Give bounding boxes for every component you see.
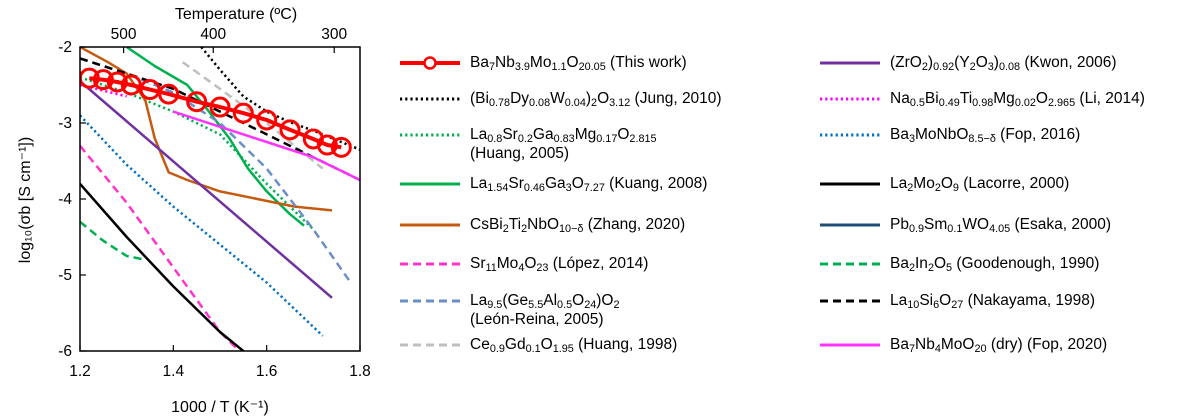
legend-label-lopez: Sr11Mo4O23 (López, 2014)	[470, 255, 649, 274]
legend-item-this_work: Ba7Nb3.9Mo1.1O20.05 (This work)	[398, 53, 687, 72]
legend-swatch-fop2016	[820, 133, 880, 137]
legend-item-esaka: Pb0.9Sm0.1WO4.05 (Esaka, 2000)	[818, 215, 1111, 234]
legend-item-lacorre: La2Mo2O9 (Lacorre, 2000)	[818, 174, 1069, 193]
series-layer	[80, 47, 360, 351]
legend-swatch-leon	[400, 299, 460, 303]
axes-layer: 1.2 1.4 1.6 1.8 -2 -3 -4 -5 -6 500 400 300	[58, 26, 371, 380]
series-0-point-6	[186, 91, 208, 113]
series-line-13	[80, 220, 146, 262]
legend-swatch-li	[820, 97, 880, 101]
legend-label-jung: (Bi0.78Dy0.08W0.04)2O3.12 (Jung, 2010)	[470, 90, 722, 109]
legend-swatch-kuang	[400, 182, 460, 186]
series-0-point-9	[256, 109, 278, 131]
legend-item-huang1998: Ce0.9Gd0.1O1.95 (Huang, 1998)	[398, 335, 677, 354]
legend-item-kwon: (ZrO2)0.92(Y2O3)0.08 (Kwon, 2006)	[818, 53, 1117, 72]
legend-swatch-esaka	[820, 223, 880, 227]
legend-swatch-huang2005	[400, 133, 460, 137]
legend-label-huang2005: La0.8Sr0.2Ga0.83Mg0.17O2.815(Huang, 2005…	[470, 126, 657, 162]
x-axis-label: 1000 / T (K⁻¹)	[171, 399, 269, 416]
legend-swatch-fop2020	[820, 343, 880, 347]
series-line-5	[80, 145, 242, 351]
legend-label-li: Na0.5Bi0.49Ti0.98Mg0.02O2.965 (Li, 2014)	[890, 90, 1145, 109]
y-axis-label: log₁₀(σb [S cm⁻¹])	[17, 137, 34, 263]
legend-item-li: Na0.5Bi0.49Ti0.98Mg0.02O2.965 (Li, 2014)	[818, 89, 1145, 108]
top-tick-label-1: 400	[200, 26, 226, 43]
y-tick-label-4: -6	[58, 343, 72, 360]
legend-item-jung: (Bi0.78Dy0.08W0.04)2O3.12 (Jung, 2010)	[398, 89, 722, 108]
legend-swatch-huang1998	[400, 343, 460, 347]
legend-label-leon: La9.5(Ge5.5Al0.5O24)O2(León-Reina, 2005)	[470, 292, 620, 328]
legend-swatch-this_work	[400, 56, 460, 70]
legend-label-zhang: CsBi2Ti2NbO10−δ (Zhang, 2020)	[470, 216, 686, 235]
legend-swatch-kwon	[820, 61, 880, 65]
legend-label-lacorre: La2Mo2O9 (Lacorre, 2000)	[890, 175, 1070, 194]
legend-label-goodenough: Ba2In2O5 (Goodenough, 1990)	[890, 255, 1100, 274]
series-0-point-2	[106, 71, 128, 93]
legend-item-zhang: CsBi2Ti2NbO10−δ (Zhang, 2020)	[398, 215, 685, 234]
series-0-point-7	[209, 96, 231, 118]
series-line-15	[172, 110, 360, 182]
top-axis-label: Temperature (ºC)	[175, 6, 297, 23]
series-line-4	[80, 47, 333, 212]
series-line-11	[80, 182, 246, 351]
legend-item-huang2005: La0.8Sr0.2Ga0.83Mg0.17O2.815(Huang, 2005…	[398, 125, 657, 163]
legend-item-nakayama: La10Si6O27 (Nakayama, 1998)	[818, 291, 1095, 310]
legend-label-fop2020: Ba7Nb4MoO20 (dry) (Fop, 2020)	[890, 336, 1108, 355]
legend-label-kwon: (ZrO2)0.92(Y2O3)0.08 (Kwon, 2006)	[890, 54, 1117, 73]
series-line-2	[80, 76, 315, 231]
legend-swatch-lopez	[400, 262, 460, 266]
legend-item-fop2016: Ba3MoNbO8.5−δ (Fop, 2016)	[818, 125, 1080, 144]
conductivity-chart: 1.2 1.4 1.6 1.8 -2 -3 -4 -5 -6 500 400 300 Temperat…	[17, 6, 371, 416]
legend-item-fop2020: Ba7Nb4MoO20 (dry) (Fop, 2020)	[818, 335, 1107, 354]
series-0-point-13	[330, 136, 352, 158]
legend-item-leon: La9.5(Ge5.5Al0.5O24)O2(León-Reina, 2005)	[398, 291, 620, 329]
legend-label-this_work: Ba7Nb3.9Mo1.1O20.05 (This work)	[470, 54, 687, 73]
series-0-point-8	[232, 102, 254, 124]
x-tick-label-1: 1.4	[163, 363, 185, 380]
series-line-6	[80, 57, 352, 284]
series-0-point-4	[139, 79, 161, 101]
legend-label-fop2016: Ba3MoNbO8.5−δ (Fop, 2016)	[890, 126, 1081, 145]
top-tick-label-2: 300	[321, 26, 347, 43]
legend-swatch-jung	[400, 97, 460, 101]
x-tick-label-3: 1.8	[349, 363, 371, 380]
legend-swatch-nakayama	[820, 299, 880, 303]
series-line-8	[80, 80, 333, 299]
x-tick-label-0: 1.2	[69, 363, 91, 380]
legend-swatch-lacorre	[820, 182, 880, 186]
legend-label-esaka: Pb0.9Sm0.1WO4.05 (Esaka, 2000)	[890, 216, 1111, 235]
series-0-point-10	[279, 119, 301, 141]
series-0-point-3	[120, 74, 142, 96]
top-tick-label-0: 500	[111, 26, 137, 43]
y-tick-label-1: -3	[58, 115, 72, 132]
series-line-3	[125, 47, 305, 227]
legend-label-kuang: La1.54Sr0.46Ga3O7.27 (Kuang, 2008)	[470, 175, 708, 194]
series-0-point-1	[92, 69, 114, 91]
legend-swatch-goodenough	[820, 262, 880, 266]
legend-item-kuang: La1.54Sr0.46Ga3O7.27 (Kuang, 2008)	[398, 174, 707, 193]
legend-label-huang1998: Ce0.9Gd0.1O1.95 (Huang, 1998)	[470, 336, 678, 355]
x-tick-label-2: 1.6	[256, 363, 278, 380]
legend-label-nakayama: La10Si6O27 (Nakayama, 1998)	[890, 292, 1096, 311]
y-tick-label-3: -5	[58, 267, 72, 284]
series-line-14	[80, 57, 360, 182]
y-tick-label-2: -4	[58, 191, 72, 208]
series-0-point-12	[316, 134, 338, 156]
series-0-point-5	[158, 83, 180, 105]
legend-item-lopez: Sr11Mo4O23 (López, 2014)	[398, 254, 648, 273]
series-line-0	[89, 76, 342, 150]
legend-item-goodenough: Ba2In2O5 (Goodenough, 1990)	[818, 254, 1099, 273]
y-tick-label-0: -2	[58, 39, 72, 56]
legend-swatch-zhang	[400, 223, 460, 227]
